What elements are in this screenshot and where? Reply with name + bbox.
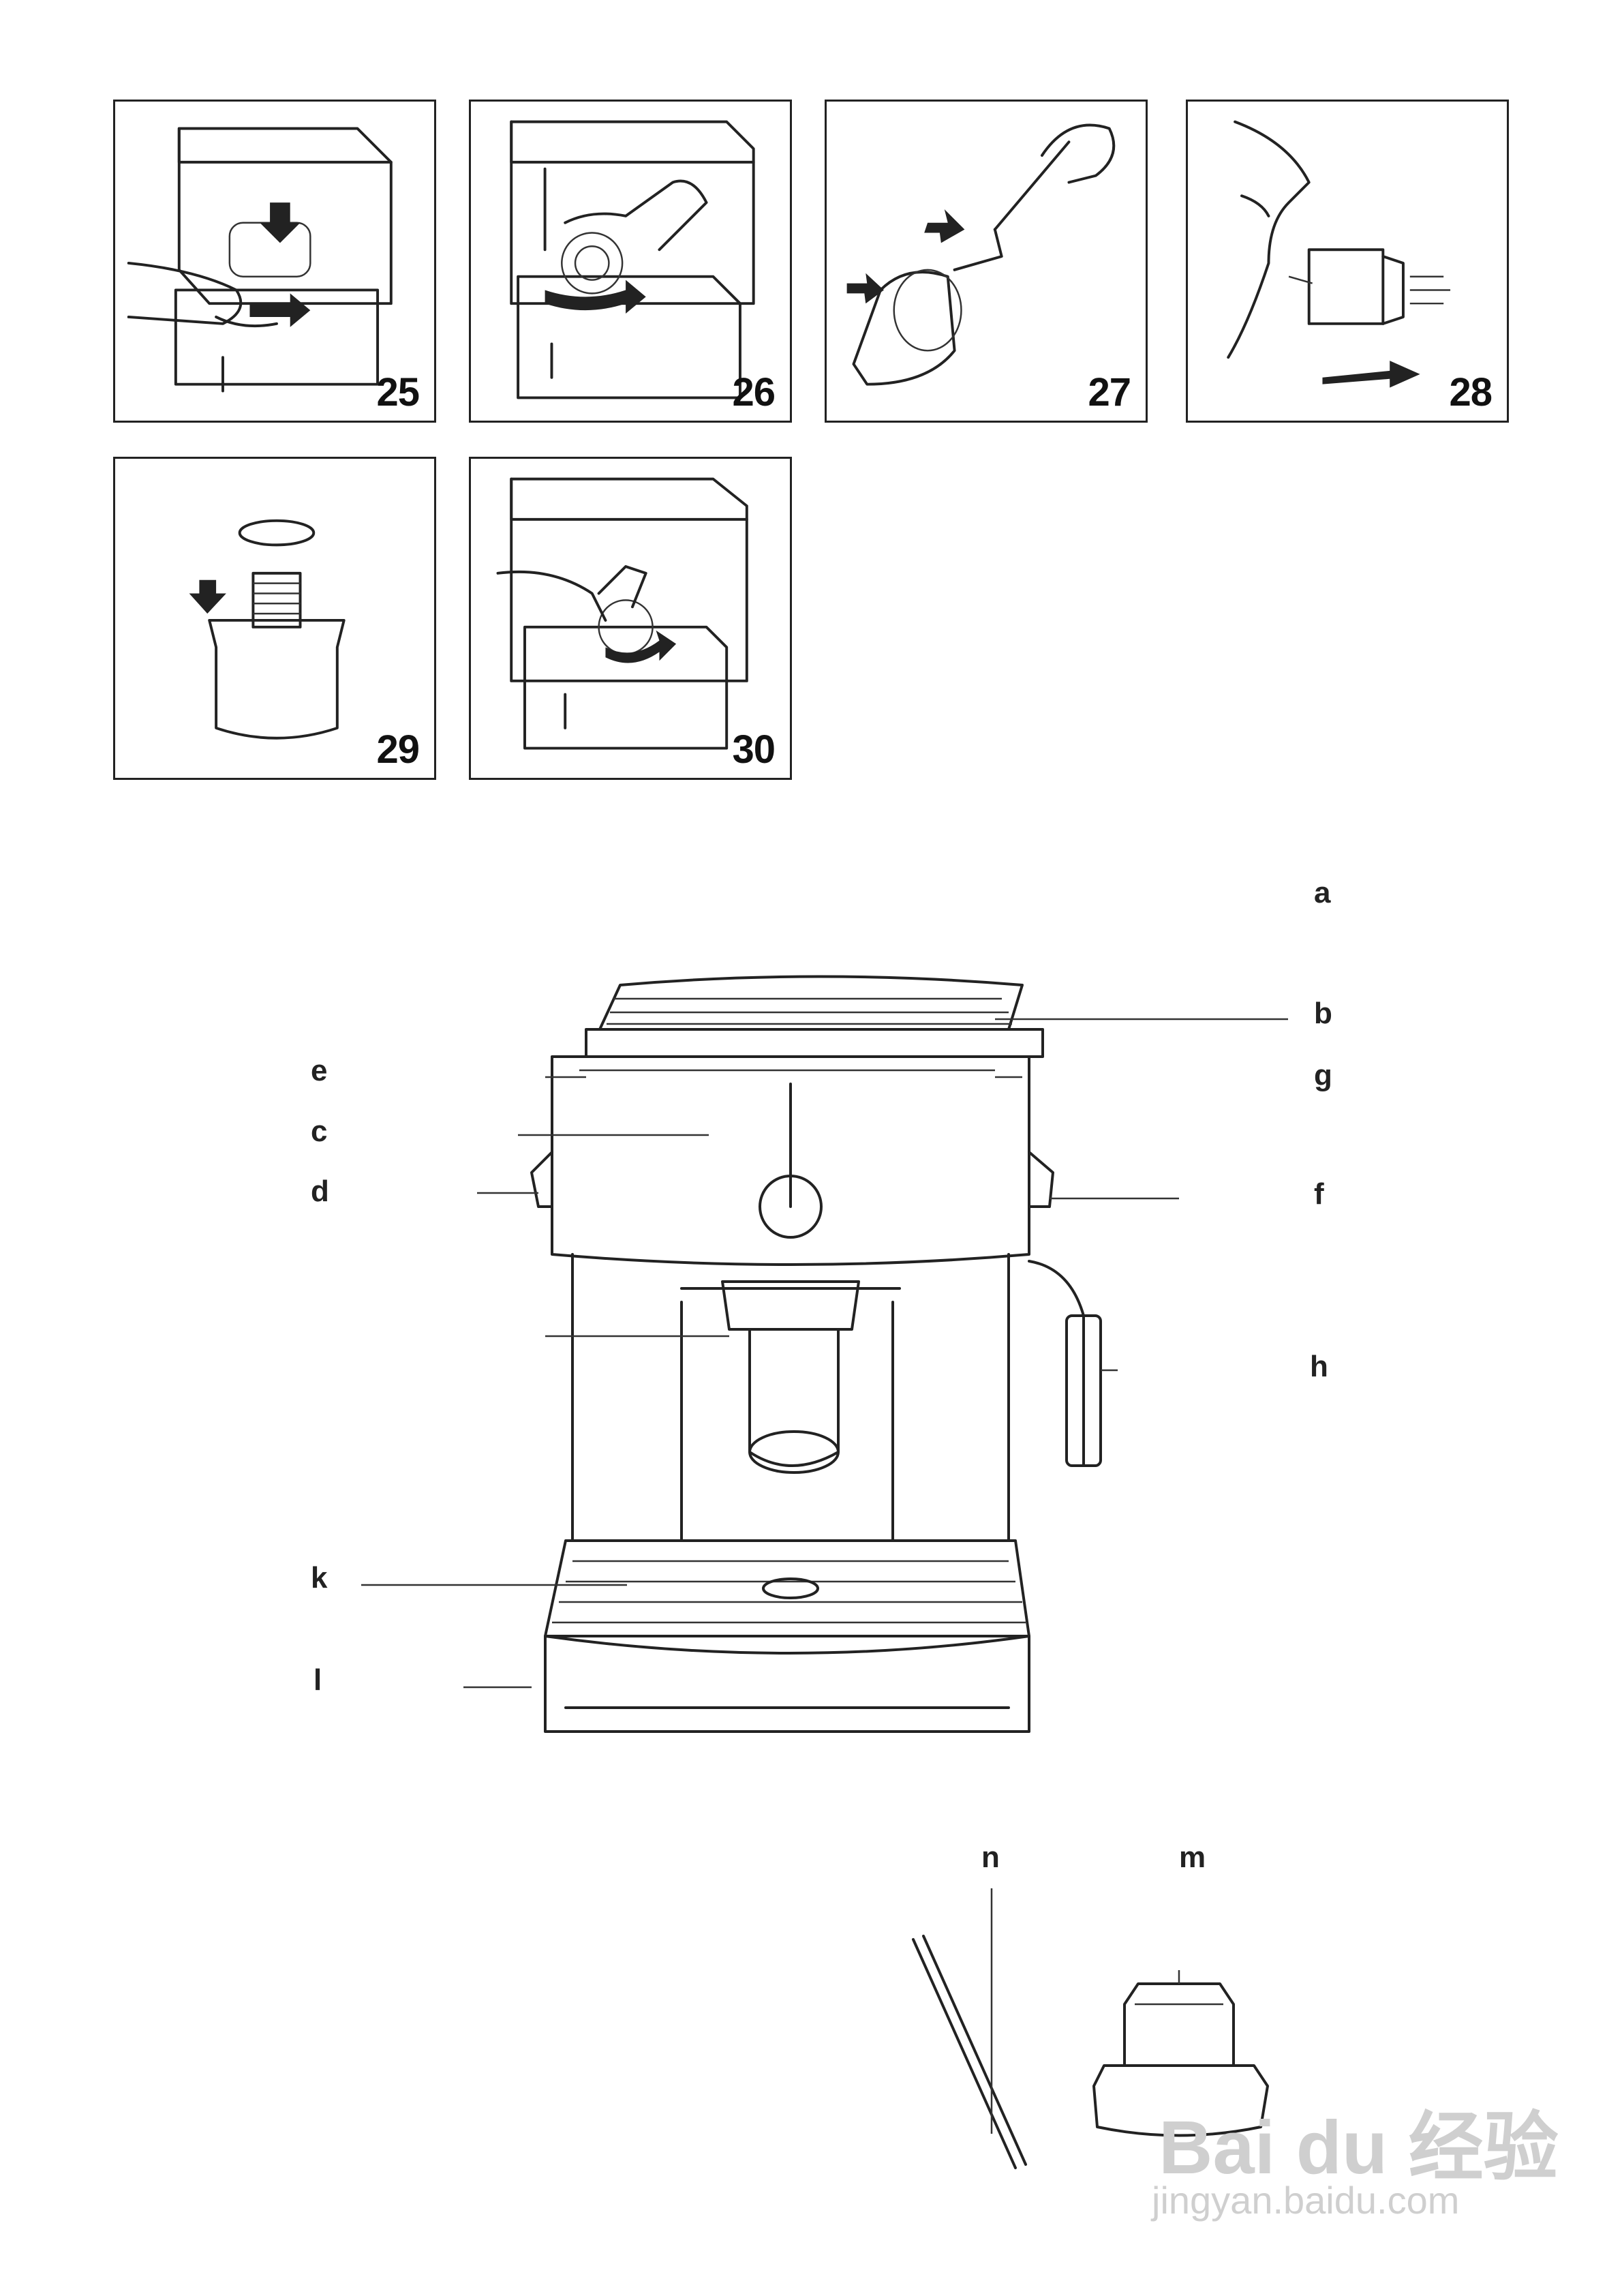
label-f: f <box>1314 1177 1324 1211</box>
baidu-watermark-logo: Bai du 经验 <box>1159 2106 1559 2190</box>
figure-25: 25 <box>113 100 436 423</box>
label-g: g <box>1314 1059 1332 1092</box>
label-m: m <box>1179 1841 1206 1874</box>
label-n: n <box>981 1841 1000 1874</box>
figure-29-illustration <box>189 519 346 740</box>
label-h: h <box>1310 1350 1328 1383</box>
figure-27: 27 <box>825 100 1148 423</box>
accessories-drawing <box>912 1888 1269 2169</box>
figure-number: 29 <box>376 727 420 772</box>
coffee-machine-diagram: a b e g c d f h k l <box>0 852 1622 1807</box>
figure-25-illustration <box>127 127 393 393</box>
label-k: k <box>311 1561 328 1595</box>
baidu-watermark-url: jingyan.baidu.com <box>1152 2179 1460 2222</box>
figure-28-illustration <box>1227 120 1451 388</box>
figure-number: 30 <box>732 727 776 772</box>
figure-number: 25 <box>376 370 420 414</box>
figure-30-illustration <box>496 477 748 750</box>
label-a: a <box>1314 876 1331 909</box>
label-b: b <box>1314 997 1332 1030</box>
figure-26: 26 <box>469 100 792 423</box>
figure-29: 29 <box>113 457 436 780</box>
accessories-diagram: n m <box>852 1841 1329 2195</box>
figure-number: 27 <box>1088 370 1131 414</box>
label-c: c <box>311 1115 328 1148</box>
figure-26-illustration <box>510 120 755 399</box>
figure-number: 28 <box>1449 370 1493 414</box>
figure-number: 26 <box>732 370 776 414</box>
coffee-machine-drawing <box>361 975 1288 1733</box>
figure-28: 28 <box>1186 100 1509 423</box>
figure-30: 30 <box>469 457 792 780</box>
label-d: d <box>311 1175 329 1208</box>
label-e: e <box>311 1054 328 1087</box>
figure-27-illustration <box>846 123 1116 386</box>
label-l: l <box>313 1663 322 1697</box>
